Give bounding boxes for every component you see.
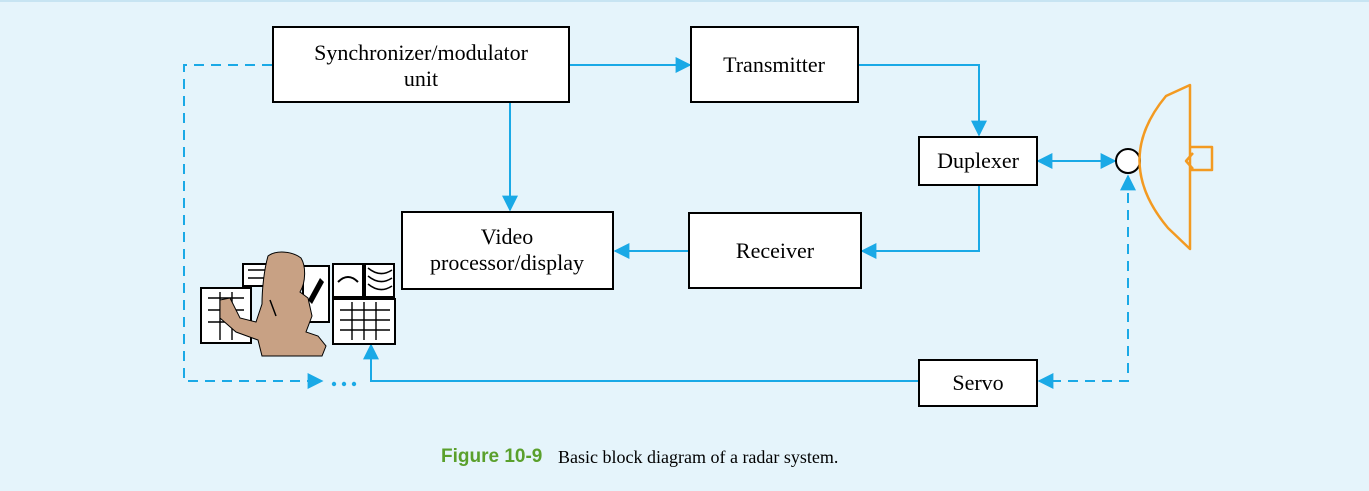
transmitter-label: Transmitter	[723, 52, 826, 77]
synchronizer-label-line2: unit	[404, 66, 438, 91]
figure-caption: Basic block diagram of a radar system.	[558, 447, 839, 467]
parabolic-antenna-icon	[1138, 83, 1214, 251]
video-label-line1: Video	[481, 224, 533, 249]
synchronizer-label-line1: Synchronizer/modulator	[314, 40, 529, 65]
panel-top-edge	[0, 0, 1369, 2]
dashed-line-sync-to-operator	[183, 64, 324, 389]
line-transmitter-to-duplexer	[859, 64, 987, 137]
servo-label: Servo	[952, 370, 1003, 395]
operator-at-console-icon	[200, 251, 396, 357]
receiver-label: Receiver	[736, 238, 815, 263]
rotary-joint-icon	[1115, 148, 1141, 174]
duplexer-label: Duplexer	[937, 148, 1020, 173]
line-servo-to-console	[363, 343, 919, 382]
duplexer-block: Duplexer	[918, 136, 1038, 186]
dashed-line-antenna-to-servo	[1037, 174, 1136, 389]
ellipsis-dots	[331, 381, 357, 387]
line-duplexer-to-receiver	[860, 186, 980, 259]
servo-block: Servo	[918, 359, 1038, 407]
figure-number: Figure 10-9	[441, 446, 543, 467]
video-processor-block: Video processor/display	[401, 211, 614, 290]
transmitter-block: Transmitter	[690, 26, 859, 103]
receiver-block: Receiver	[688, 212, 862, 289]
video-label-line2: processor/display	[430, 250, 584, 275]
synchronizer-block: Synchronizer/modulator unit	[272, 26, 570, 103]
